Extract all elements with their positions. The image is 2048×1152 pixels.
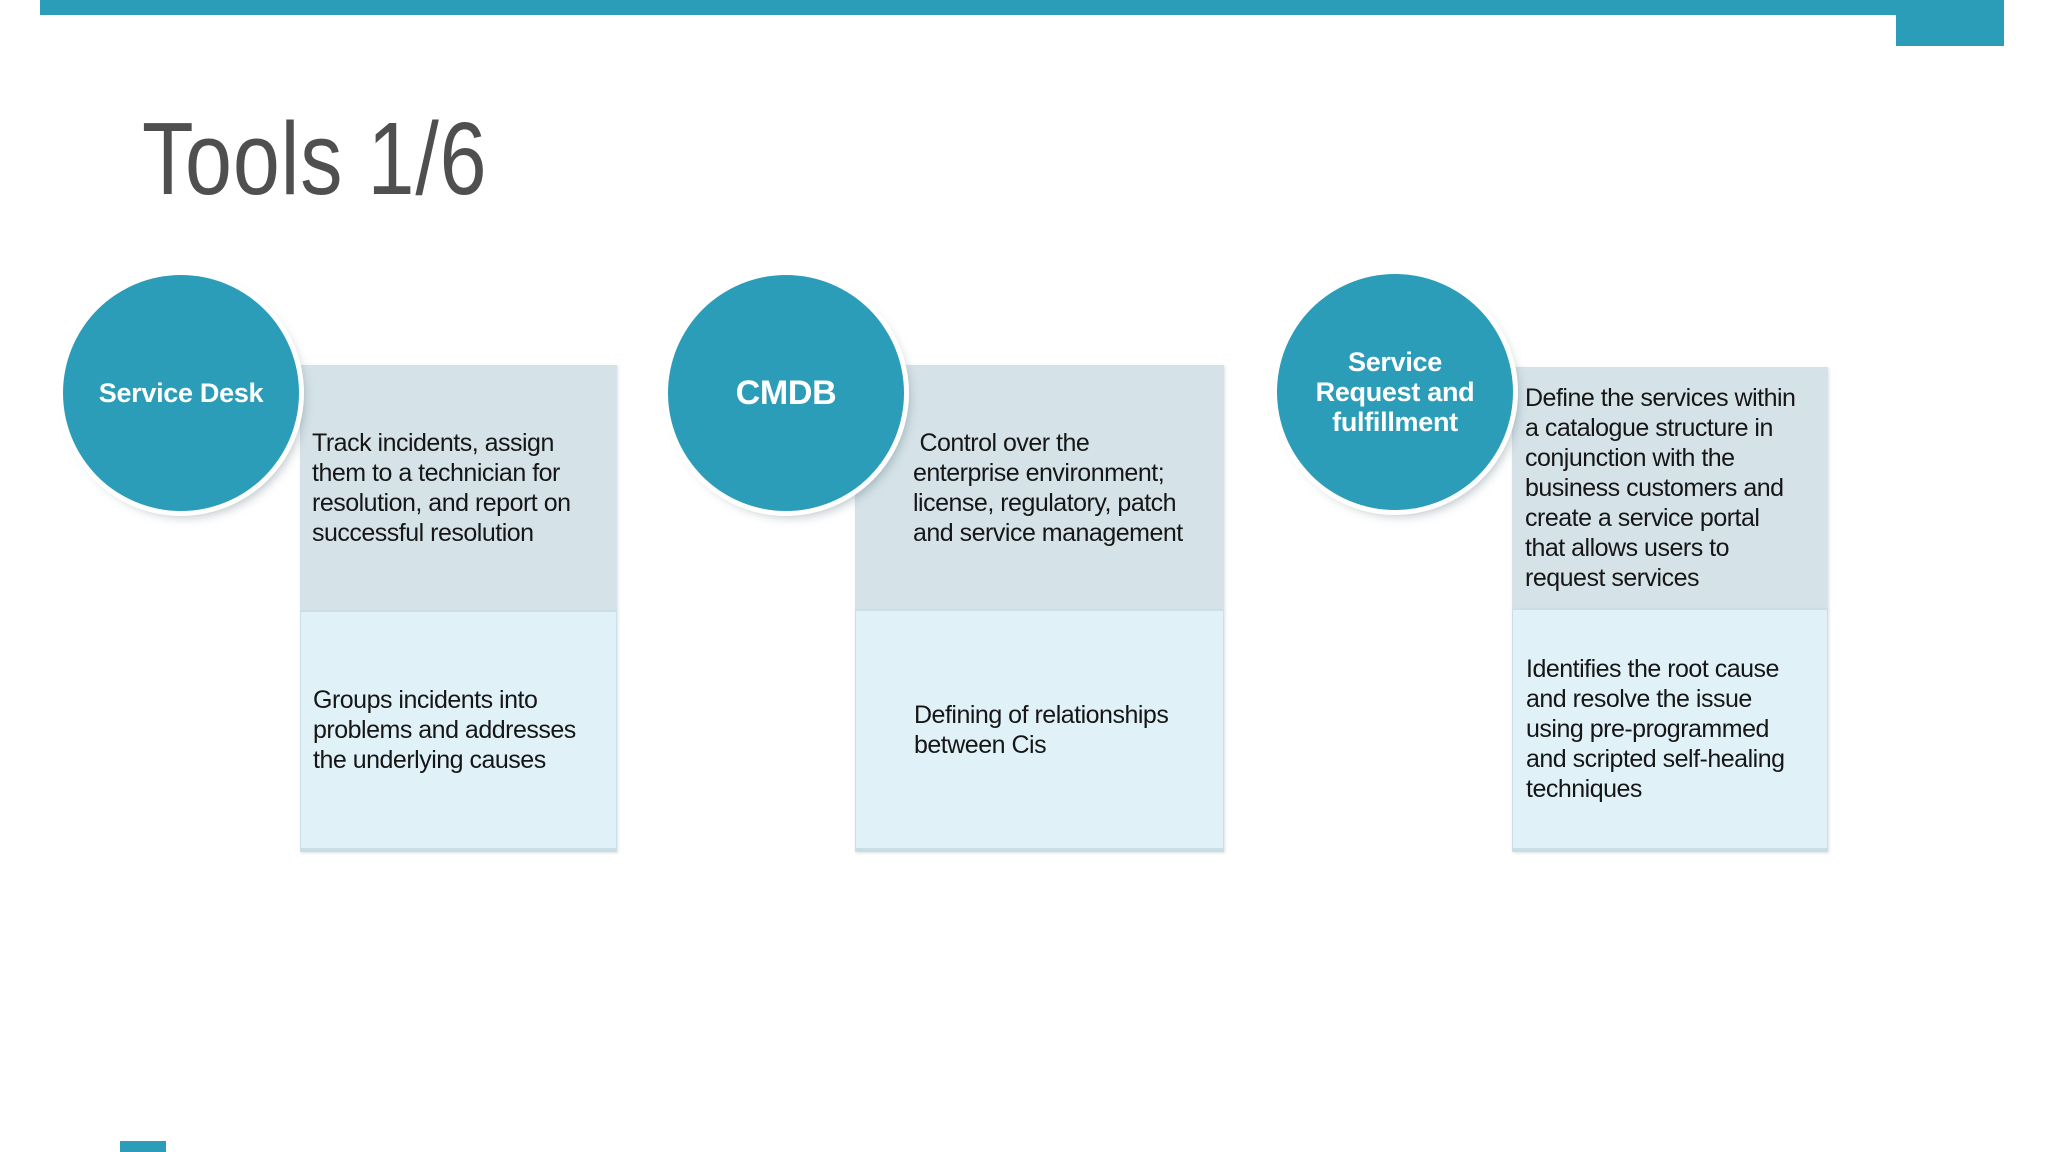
service-request-circle-badge: Service Request and fulfillment (1277, 274, 1513, 510)
cmdb-top-box: Control over the enterprise environment;… (855, 365, 1224, 610)
cmdb-bottom-box: Defining of relationships between Cis (855, 610, 1224, 852)
top-accent-band (40, 0, 1896, 15)
service-request-top-text: Define the services within a catalogue s… (1525, 384, 1796, 592)
service-request-bottom-text: Identifies the root cause and resolve th… (1526, 655, 1785, 803)
service-desk-bottom-box: Groups incidents into problems and addre… (300, 611, 617, 852)
top-accent-square (1896, 0, 2004, 46)
service-desk-circle-badge: Service Desk (63, 275, 299, 511)
service-request-circle-label: Service Request and fulfillment (1315, 347, 1475, 437)
service-request-bottom-box: Identifies the root cause and resolve th… (1512, 609, 1828, 852)
service-desk-bottom-text: Groups incidents into problems and addre… (313, 686, 576, 774)
service-desk-circle-label: Service Desk (98, 378, 264, 408)
service-desk-top-box: Track incidents, assign them to a techni… (300, 365, 617, 611)
cmdb-circle-badge: CMDB (668, 275, 904, 511)
bottom-accent-bar (120, 1141, 166, 1152)
page-title: Tools 1/6 (142, 101, 488, 216)
cmdb-bottom-text: Defining of relationships between Cis (914, 700, 1169, 759)
service-desk-top-text: Track incidents, assign them to a techni… (312, 429, 571, 547)
service-request-top-box: Define the services within a catalogue s… (1512, 367, 1828, 609)
cmdb-circle-label: CMDB (735, 374, 837, 412)
cmdb-top-text: Control over the enterprise environment;… (913, 428, 1183, 547)
